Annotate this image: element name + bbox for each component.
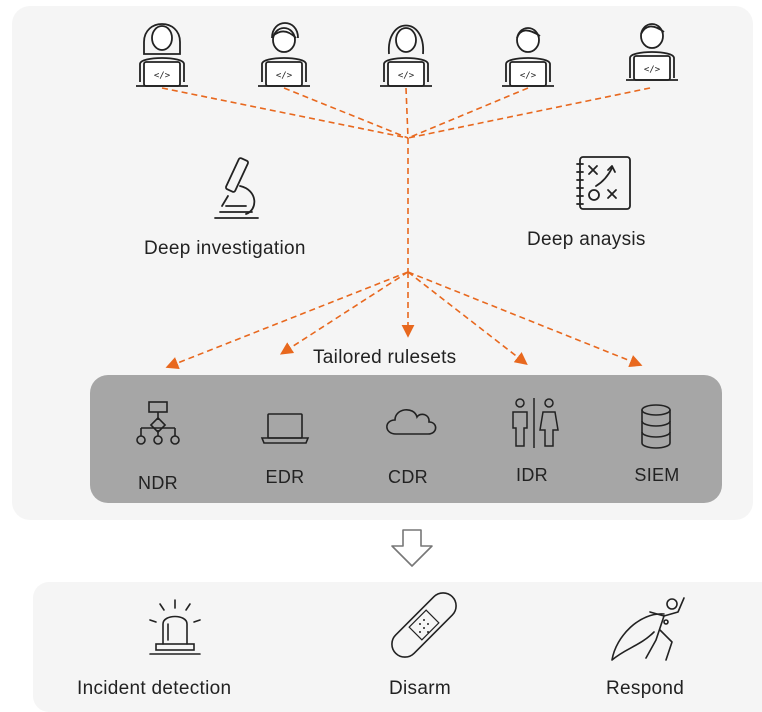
people-icon bbox=[512, 398, 559, 448]
cloud-icon bbox=[386, 409, 437, 435]
analyst-lines bbox=[161, 87, 651, 272]
siren-icon bbox=[149, 599, 201, 655]
developer-icon: </> bbox=[380, 24, 432, 87]
developer-icon: </> bbox=[502, 27, 554, 87]
microscope-icon bbox=[214, 157, 259, 219]
tool-label-edr: EDR bbox=[265, 467, 305, 487]
tool-label-idr: IDR bbox=[516, 465, 548, 485]
svg-text:</>: </> bbox=[398, 71, 415, 81]
superhero-icon bbox=[611, 597, 685, 661]
strategy-board-icon bbox=[576, 156, 631, 210]
svg-text:</>: </> bbox=[520, 71, 537, 81]
network-hierarchy-icon bbox=[136, 401, 180, 445]
developer-icon: </> bbox=[626, 23, 678, 81]
disarm-label: Disarm bbox=[389, 678, 451, 699]
database-icon bbox=[641, 404, 671, 449]
deep-analysis-label: Deep anaysis bbox=[527, 229, 646, 250]
respond-label: Respond bbox=[606, 678, 685, 699]
tools-box bbox=[90, 375, 722, 503]
svg-text:</>: </> bbox=[644, 65, 661, 75]
deep-investigation-label: Deep investigation bbox=[144, 238, 306, 259]
developer-icon: </> bbox=[136, 23, 188, 87]
laptop-icon bbox=[260, 413, 310, 444]
developer-icon: </> bbox=[258, 22, 310, 87]
tool-label-cdr: CDR bbox=[388, 467, 428, 487]
svg-text:</>: </> bbox=[154, 71, 171, 81]
down-arrow-icon bbox=[391, 529, 433, 567]
outcomes-panel bbox=[33, 582, 762, 712]
bandage-icon bbox=[391, 592, 457, 658]
svg-text:</>: </> bbox=[276, 71, 293, 81]
tool-label-ndr: NDR bbox=[138, 473, 178, 493]
tailored-rulesets-label: Tailored rulesets bbox=[313, 347, 457, 368]
incident-detection-label: Incident detection bbox=[77, 678, 232, 699]
ruleset-arrows bbox=[165, 271, 643, 370]
tool-label-siem: SIEM bbox=[634, 465, 680, 485]
